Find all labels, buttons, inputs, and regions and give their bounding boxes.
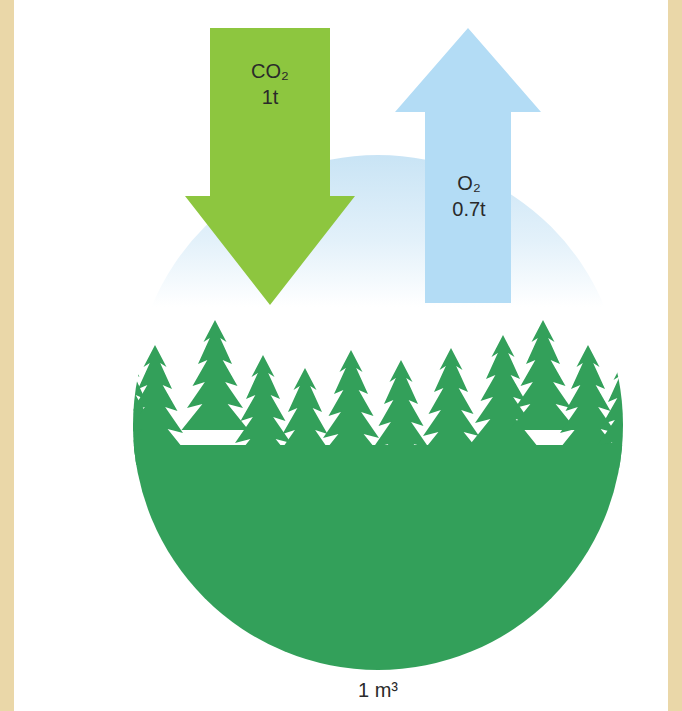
forest-silhouette	[133, 320, 623, 675]
fir-tree	[510, 320, 577, 430]
text-box: 1 m³	[133, 677, 623, 703]
co2-arrow: CO₂1t	[180, 28, 360, 308]
forest-ground	[133, 445, 623, 675]
text-box: O₂0.7t	[395, 170, 543, 222]
volume-label: 1 m³	[358, 677, 398, 703]
gas-amount: 0.7t	[452, 196, 485, 222]
o2-arrow-shape	[395, 28, 543, 303]
gas-amount: 1t	[262, 84, 279, 110]
white-panel	[14, 0, 668, 711]
fir-tree	[182, 320, 249, 430]
o2-arrow: O₂0.7t	[395, 28, 543, 303]
gas-amount: O₂	[457, 170, 480, 196]
forest-circle-shape	[133, 180, 623, 710]
forest-circle: 1 m³	[133, 180, 623, 710]
o2-arrow-outline	[395, 28, 541, 303]
fir-tree	[318, 350, 385, 460]
co2-arrow-outline	[185, 28, 355, 305]
fir-tree	[133, 345, 189, 455]
gas-amount: CO₂	[251, 58, 289, 84]
text-box: CO₂1t	[180, 58, 360, 110]
